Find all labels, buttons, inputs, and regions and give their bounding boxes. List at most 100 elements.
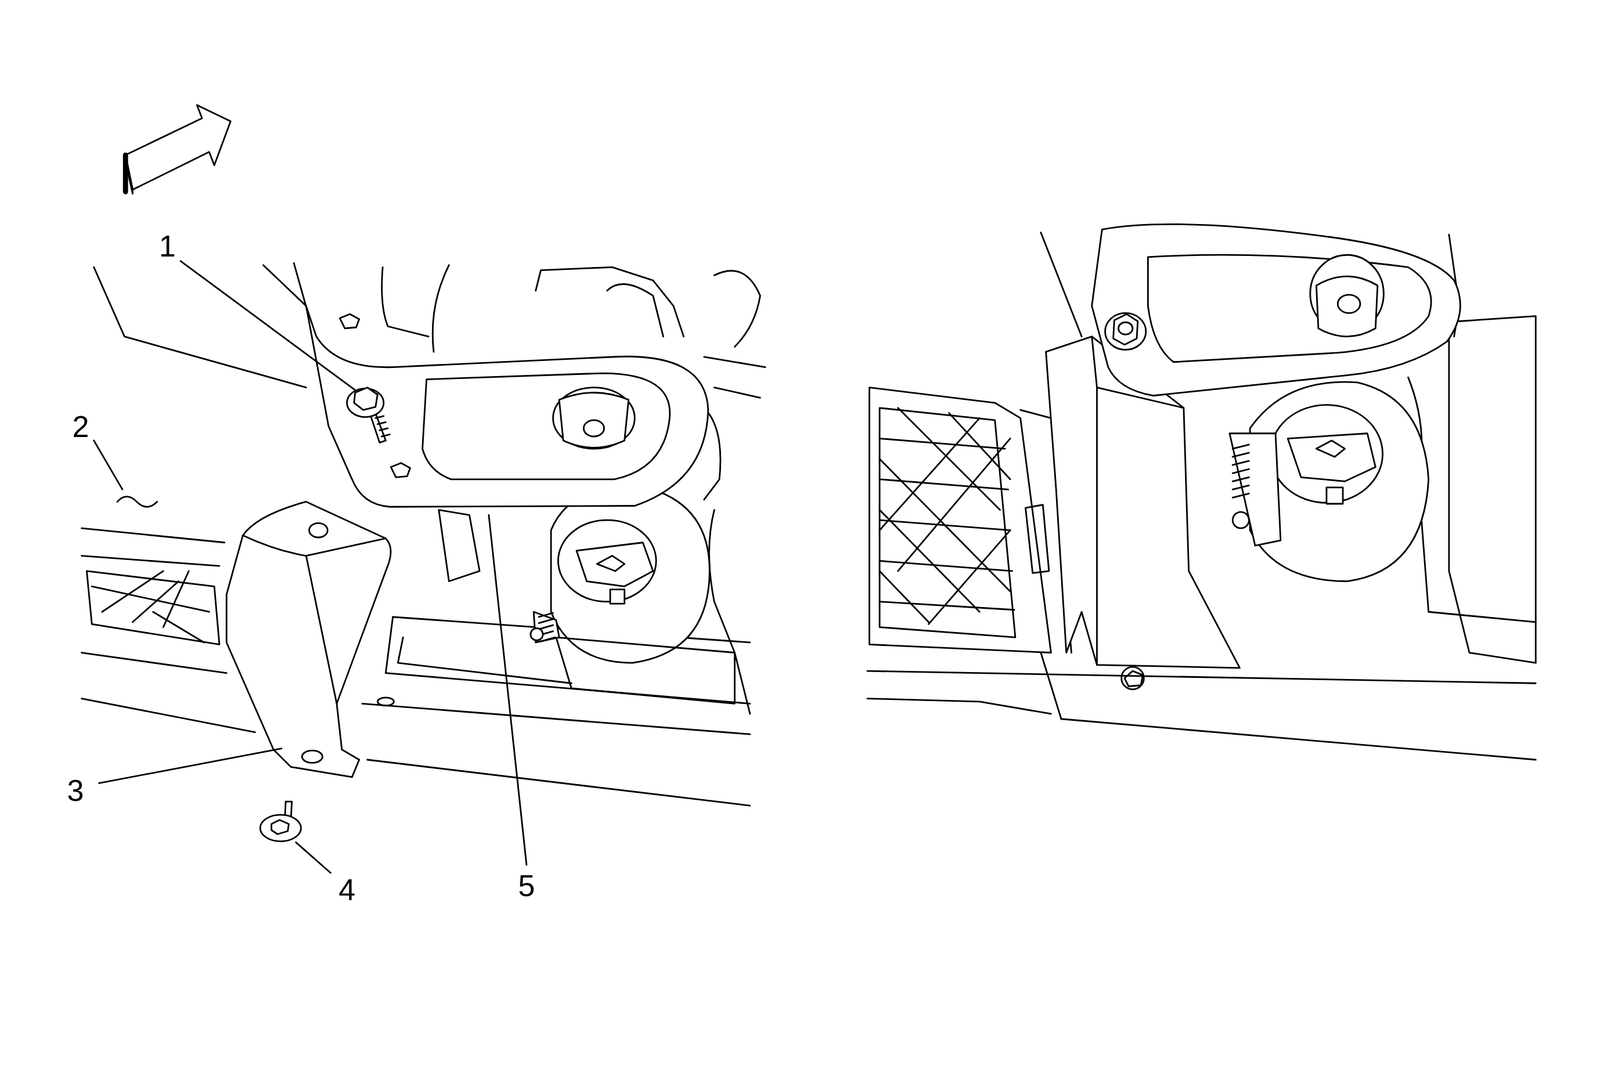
mounting-bracket [422, 373, 670, 480]
lower-bracket [226, 501, 391, 777]
screw [271, 820, 290, 835]
front-fascia [879, 408, 1016, 638]
lower-bracket [242, 535, 386, 556]
adjuster-spring [530, 611, 560, 643]
front-fascia [879, 438, 1015, 611]
mounting-bracket [1147, 254, 1432, 363]
callout-number: 1 [159, 231, 176, 262]
screw [260, 815, 301, 842]
fog-lamp [1287, 433, 1376, 482]
front-fascia [367, 759, 751, 806]
bolt [1113, 314, 1138, 345]
fog-lamp [550, 487, 710, 663]
vehicle-structure [709, 510, 751, 715]
mounting-bracket [305, 305, 709, 507]
mounting-bracket [1337, 294, 1361, 314]
bolt [375, 416, 391, 437]
vehicle-structure [382, 267, 430, 337]
fog-lamp [557, 520, 657, 603]
mounting-bracket [1092, 224, 1461, 396]
front-fascia [397, 637, 572, 684]
mounting-bracket [583, 420, 604, 437]
front-fascia [81, 698, 256, 733]
vehicle-structure [1449, 336, 1536, 663]
lower-bracket [301, 750, 323, 763]
direction-arrow [125, 105, 231, 190]
front-fascia [91, 571, 209, 643]
direction-arrow [123, 155, 129, 192]
vehicle-structure [432, 265, 449, 352]
front-fascia [1061, 719, 1536, 760]
leader-line [180, 261, 358, 392]
vehicle-structure [438, 510, 480, 582]
leader-line [296, 842, 331, 874]
direction-arrow [125, 105, 231, 194]
front-fascia [81, 556, 220, 567]
vehicle-structure [535, 267, 684, 337]
front-fascia [867, 671, 1536, 684]
vehicle-structure [1458, 316, 1536, 663]
front-fascia [1025, 505, 1049, 574]
fog-lamp [550, 487, 735, 704]
bolt [1105, 312, 1147, 350]
leader-line [488, 514, 527, 866]
mounting-bracket [339, 314, 359, 329]
direction-arrow [125, 155, 133, 194]
mounting-bracket [1092, 224, 1461, 396]
bolt [1118, 322, 1133, 335]
fog-lamp [556, 637, 735, 704]
lower-bracket [226, 501, 391, 777]
callout-number: 3 [67, 775, 85, 806]
vehicle-structure [1040, 232, 1082, 337]
adjuster-spring [1232, 512, 1249, 529]
front-fascia [867, 387, 1536, 760]
mounting-bracket [559, 392, 629, 448]
leader-line [94, 261, 527, 874]
bolt [1105, 312, 1147, 350]
bolt [354, 387, 378, 411]
bolt [347, 387, 391, 443]
front-fascia [377, 697, 394, 706]
adjuster-spring [1232, 444, 1249, 498]
leader-line [98, 748, 282, 784]
vehicle-structure [607, 283, 664, 337]
front-fascia [879, 408, 1011, 625]
front-fascia [362, 703, 751, 735]
vehicle-structure [94, 267, 307, 388]
front-fascia [81, 653, 227, 674]
front-fascia [1040, 653, 1062, 720]
fog-lamp [1326, 487, 1343, 504]
mounting-bracket [305, 305, 709, 507]
adjuster-spring [530, 628, 543, 641]
front-fascia [869, 387, 1052, 654]
vehicle-structure [1408, 377, 1537, 623]
mounting-bracket [1316, 276, 1378, 337]
vehicle-structure [704, 357, 766, 398]
front-fascia [81, 528, 751, 806]
fog-lamp [1316, 440, 1345, 457]
adjuster-spring [1229, 433, 1281, 546]
leader-line [117, 496, 158, 508]
callout-number: 5 [517, 870, 535, 902]
fog-lamp [596, 556, 625, 572]
front-fascia [1121, 667, 1145, 690]
lower-bracket [1096, 387, 1098, 666]
callout-number: 4 [338, 874, 356, 906]
mounting-bracket [553, 387, 636, 449]
front-fascia [86, 571, 219, 645]
fog-lamp [610, 589, 625, 605]
front-fascia [1124, 671, 1144, 687]
fog-lamp [576, 542, 654, 587]
lower-bracket [305, 556, 337, 705]
mounting-bracket [390, 463, 410, 478]
lower-bracket [309, 523, 329, 538]
adjuster-spring [1229, 433, 1281, 546]
vehicle-structure [714, 271, 760, 348]
screw [260, 801, 301, 842]
callout-number: 2 [71, 411, 89, 442]
front-fascia [867, 698, 1051, 715]
leader-line [94, 440, 123, 490]
vehicle-structure [94, 262, 766, 715]
